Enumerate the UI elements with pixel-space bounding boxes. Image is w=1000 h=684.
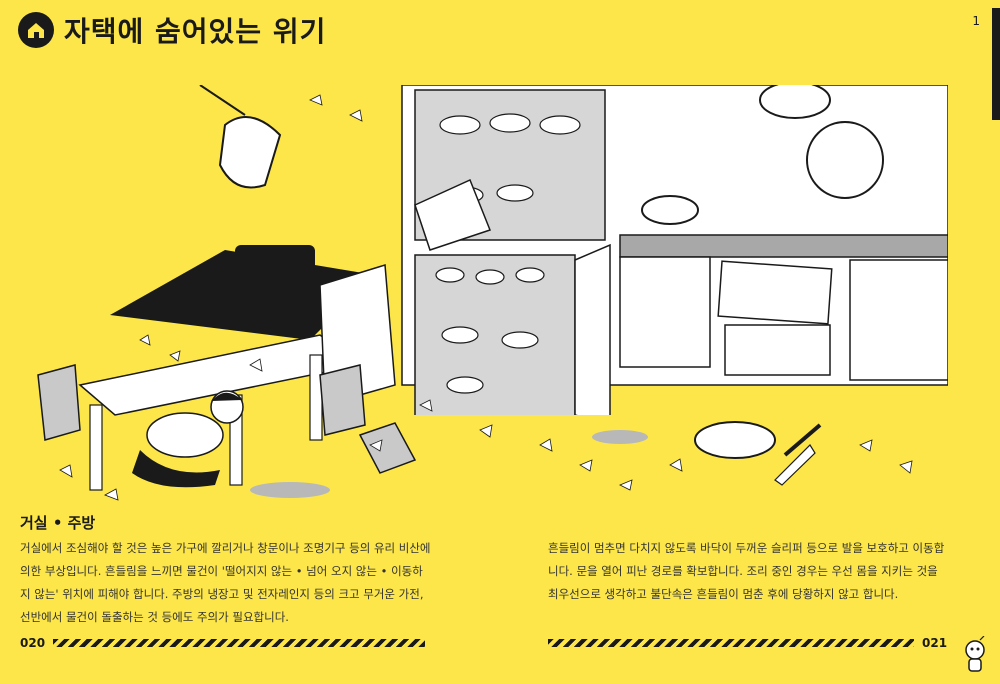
page-number-top: 1 [972, 14, 980, 28]
footer-left: 020 [20, 636, 426, 650]
page-title: 자택에 숨어있는 위기 [64, 15, 327, 48]
footer-stripe-right [548, 639, 914, 647]
earthquake-illustration [20, 85, 948, 505]
mascot-icon [965, 636, 985, 672]
section-title: 거실 • 주방 [20, 514, 96, 532]
home-icon [18, 12, 54, 48]
paragraph-right: 흔들림이 멈추면 다치지 않도록 바닥이 두꺼운 슬리퍼 등으로 발을 보호하고… [548, 541, 945, 601]
footer-stripe-left [53, 639, 426, 647]
edge-tab [992, 8, 1000, 120]
paragraph-left: 거실에서 조심해야 할 것은 높은 가구에 깔리거나 창문이나 조명기구 등의 … [20, 541, 431, 624]
footer-right: 021 [548, 636, 947, 650]
page-header: 자택에 숨어있는 위기 [18, 10, 326, 50]
page-number-right: 021 [922, 636, 948, 650]
page-number-left: 020 [20, 636, 46, 650]
